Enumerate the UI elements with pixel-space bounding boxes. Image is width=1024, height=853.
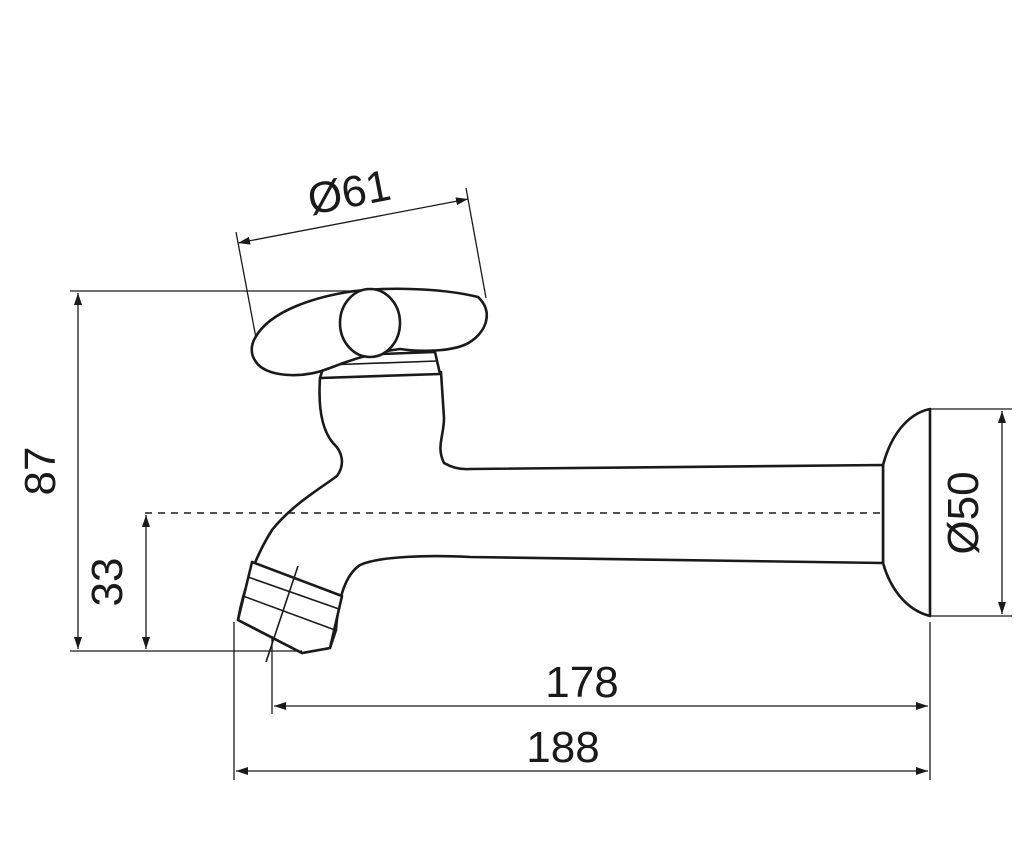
dim-projection-outlet: 178: [271, 622, 931, 780]
dim-flange-diameter: Ø50: [930, 408, 1012, 617]
handle-knob: [338, 287, 402, 359]
aerator-nozzle: [236, 560, 344, 655]
tap-outline: [236, 287, 932, 663]
aerator-ring-1: [247, 576, 340, 610]
dim-total-height: 87: [16, 290, 355, 652]
aerator-section-mark: [265, 565, 299, 663]
dim-flange-diameter-label: Ø50: [939, 471, 988, 554]
dim-overall-projection-label: 188: [526, 723, 599, 772]
dim-overall-projection: 188: [233, 622, 928, 780]
aerator-ring-2: [242, 595, 336, 631]
collar-line: [325, 360, 438, 366]
wall-flange: [881, 407, 932, 618]
dim-outlet-height: 33: [83, 515, 150, 649]
dim-outlet-height-label: 33: [83, 558, 132, 607]
dim-projection-outlet-label: 178: [545, 658, 618, 707]
dim-total-height-label: 87: [16, 447, 65, 496]
